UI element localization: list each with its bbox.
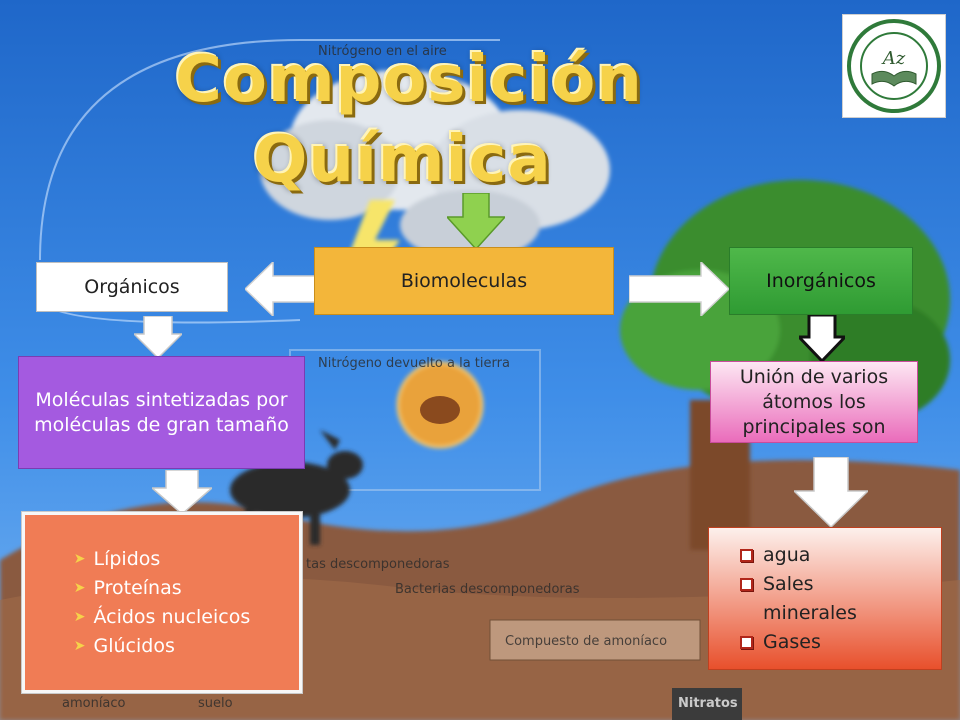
bg-label-ammonia-compound: Compuesto de amoníaco <box>505 634 668 649</box>
square-bullet-icon <box>740 635 753 649</box>
node-inorganic-list: agua Sales minerales Gases <box>708 527 942 670</box>
node-inorganicos: Inorgánicos <box>729 247 913 315</box>
school-logo: Az <box>842 14 946 118</box>
triangle-bullet-icon: ➤ <box>73 550 86 567</box>
list-item: ➤Glúcidos <box>74 632 251 661</box>
square-bullet-icon <box>740 577 753 591</box>
node-biomoleculas: Biomoleculas <box>314 247 614 315</box>
arrow-right-to-inorganicos <box>629 262 729 316</box>
node-organic-list: ➤Lípidos ➤Proteínas ➤Ácidos nucleicos ➤G… <box>21 511 303 694</box>
list-item: Gases <box>740 628 910 657</box>
arrow-down-to-union <box>799 315 845 361</box>
list-item: ➤Proteínas <box>74 574 251 603</box>
list-item: agua <box>740 541 910 570</box>
arrow-left-to-organicos <box>245 262 317 316</box>
organic-list: ➤Lípidos ➤Proteínas ➤Ácidos nucleicos ➤G… <box>74 545 251 661</box>
arrow-down-to-biomoleculas <box>447 193 505 249</box>
bg-label-decomposers-left: tas descomponedoras <box>306 557 450 572</box>
bg-label-ammonia: amoníaco <box>62 696 126 711</box>
title-line-1: Composición <box>175 43 643 117</box>
square-bullet-icon <box>740 548 753 562</box>
list-item: Sales minerales <box>740 570 910 628</box>
arrow-down-to-lipidos <box>152 470 212 514</box>
arrow-down-to-moleculas <box>134 316 182 358</box>
node-organicos-label: Orgánicos <box>84 275 180 298</box>
bg-label-air: Nitrógeno en el aire <box>318 44 447 59</box>
triangle-bullet-icon: ➤ <box>73 579 86 596</box>
node-moleculas: Moléculas sintetizadas por moléculas de … <box>18 356 305 469</box>
inorganic-list: agua Sales minerales Gases <box>740 541 910 657</box>
bg-label-returned: Nitrógeno devuelto a la tierra <box>318 356 510 371</box>
bg-label-soil: suelo <box>198 696 233 711</box>
bg-label-decomposers: Bacterias descomponedoras <box>395 582 580 597</box>
node-biomoleculas-label: Biomoleculas <box>400 269 528 292</box>
node-inorganicos-label: Inorgánicos <box>766 269 876 292</box>
arrow-down-to-agua <box>794 457 868 527</box>
logo-monogram: Az <box>881 48 906 69</box>
triangle-bullet-icon: ➤ <box>73 608 86 625</box>
list-item: ➤Lípidos <box>74 545 251 574</box>
school-seal-icon: Az <box>847 19 941 113</box>
page-title: Composición Química <box>175 40 735 200</box>
node-union: Unión de varios átomos los principales s… <box>710 361 918 443</box>
title-line-2: Química <box>253 123 552 197</box>
bg-label-nitrates: Nitratos <box>678 696 738 711</box>
node-moleculas-label: Moléculas sintetizadas por moléculas de … <box>34 388 289 436</box>
triangle-bullet-icon: ➤ <box>73 637 86 654</box>
node-organicos: Orgánicos <box>36 262 228 312</box>
node-union-label: Unión de varios átomos los principales s… <box>739 365 889 438</box>
list-item: ➤Ácidos nucleicos <box>74 603 251 632</box>
